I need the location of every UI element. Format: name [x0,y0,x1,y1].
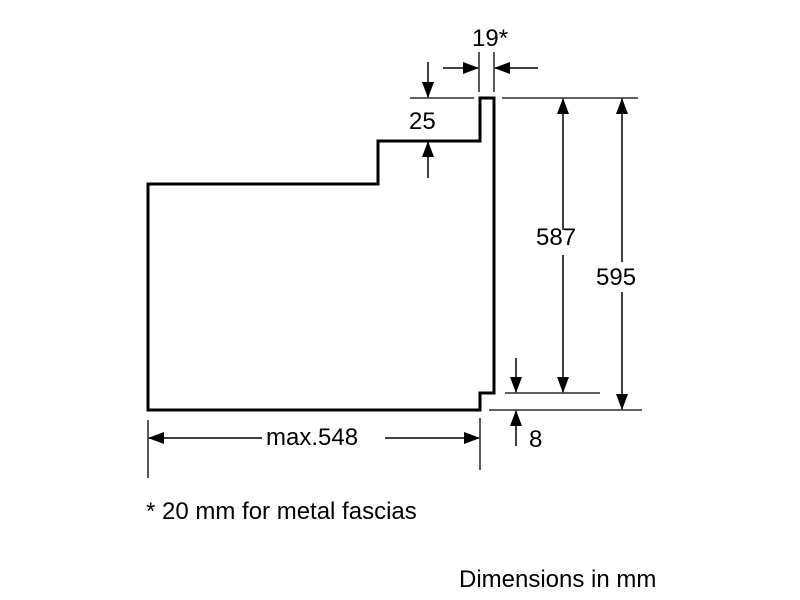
reference-lines [147,52,642,478]
inner-height-label: 587 [536,224,577,251]
footnote: * 20 mm for metal fascias [146,498,417,525]
dimension-arrows [148,62,628,446]
fascia-thickness-label: 19* [472,25,509,52]
bottom-offset-label: 8 [529,426,543,453]
appliance-outline [146,96,496,412]
total-height-label: 595 [596,264,637,291]
units-note: Dimensions in mm [459,566,657,593]
max-depth-label: max.548 [266,424,359,451]
top-step-label: 25 [409,108,436,135]
